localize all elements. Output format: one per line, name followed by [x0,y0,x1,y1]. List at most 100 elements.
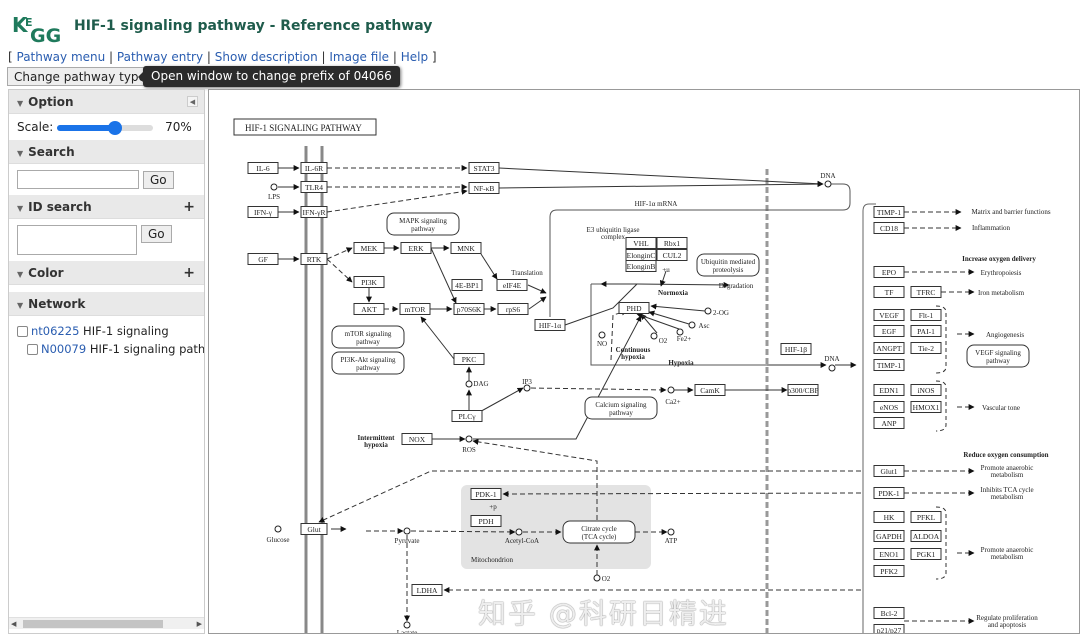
gene-node-tlr4[interactable]: TLR4 [300,181,328,193]
compound-node[interactable] [650,332,658,340]
compound-node[interactable] [667,386,675,394]
gene-node-epo[interactable]: EPO [873,266,905,278]
gene-node-glut1[interactable]: Glut1 [873,465,905,477]
gene-node-tie2[interactable]: Tie-2 [910,342,942,354]
compound-node[interactable] [704,307,712,315]
scrollbar-thumb[interactable] [23,620,163,628]
compound-node[interactable] [676,328,684,336]
search-input[interactable] [17,170,139,189]
id-search-input[interactable] [17,225,137,255]
gene-node-glut[interactable]: Glut [300,523,328,535]
gene-node-aldoa[interactable]: ALDOA [910,530,942,542]
compound-node[interactable] [403,621,411,629]
compound-node[interactable] [403,527,411,535]
horizontal-scrollbar[interactable]: ◀▶ [9,617,204,629]
compound-node[interactable] [598,331,606,339]
gene-node-eno1[interactable]: ENO1 [873,548,905,560]
gene-node-mtor[interactable]: mTOR [399,303,431,315]
gene-node-hif1b[interactable]: HIF-1β [780,343,812,355]
compound-node[interactable] [270,183,278,191]
gene-node-tfrc[interactable]: TFRC [910,286,942,298]
section-color[interactable]: ▼Color+ [9,261,204,285]
link-image-file[interactable]: Image file [329,50,390,64]
gene-node-rbx1[interactable]: Rbx1 [656,237,688,249]
network-checkbox[interactable] [17,326,28,337]
gene-node-hk[interactable]: HK [873,511,905,523]
gene-node-nfkb[interactable]: NF-κB [468,182,500,194]
compound-node[interactable] [688,321,696,329]
link-pathway-menu[interactable]: Pathway menu [16,50,106,64]
gene-node-camk[interactable]: CamK [694,384,726,396]
gene-node-cul2[interactable]: CUL2 [656,249,688,261]
plus-icon[interactable]: + [183,265,195,281]
gene-node-flt1[interactable]: Flt-1 [910,309,942,321]
collapse-panel-icon[interactable]: ◀ [187,96,198,107]
gene-node-enos[interactable]: eNOS [873,401,905,413]
kegg-logo[interactable]: K E GG [10,10,64,46]
compound-node[interactable] [824,180,832,188]
gene-node-gf[interactable]: GF [247,253,279,265]
change-pathway-type-button[interactable]: Change pathway type [7,67,153,86]
map-link-tca[interactable]: Citrate cycle(TCA cycle) [562,520,636,544]
gene-node-p300[interactable]: p300/CBP [787,384,819,396]
gene-node-eif4e[interactable]: eIF4E [496,279,528,291]
compound-node[interactable] [667,528,675,536]
gene-node-pdk1m[interactable]: PDK-1 [470,488,502,500]
gene-node-inos[interactable]: iNOS [910,384,942,396]
link-help[interactable]: Help [400,50,429,64]
link-show-description[interactable]: Show description [214,50,318,64]
gene-node-phd[interactable]: PHD [618,302,650,314]
gene-node-egf[interactable]: EGF [873,325,905,337]
gene-node-pkc[interactable]: PKC [453,353,485,365]
gene-node-pfkl[interactable]: PFKL [910,511,942,523]
id-search-go-button[interactable]: Go [141,225,172,243]
compound-node[interactable] [593,574,601,582]
network-link[interactable]: N00079 [41,342,87,356]
gene-node-edn1[interactable]: EDN1 [873,384,905,396]
gene-node-elc[interactable]: ElonginC [625,249,657,261]
gene-node-p70[interactable]: p70S6K [453,303,485,315]
gene-node-il6[interactable]: IL-6 [247,162,279,174]
compound-node[interactable] [515,528,523,536]
compound-node[interactable] [465,435,473,443]
section-option[interactable]: ▼Option◀ [9,90,204,114]
compound-node[interactable] [465,380,473,388]
network-checkbox[interactable] [27,344,38,355]
gene-node-il6r[interactable]: IL-6R [300,162,328,174]
gene-node-pgk1[interactable]: PGK1 [910,548,942,560]
gene-node-stat3[interactable]: STAT3 [468,162,500,174]
plus-icon[interactable]: + [183,199,195,215]
section-search[interactable]: ▼Search [9,140,204,164]
gene-node-pfk2[interactable]: PFK2 [873,565,905,577]
gene-node-anp[interactable]: ANP [873,417,905,429]
search-go-button[interactable]: Go [143,170,174,189]
gene-node-tf[interactable]: TF [873,286,905,298]
gene-node-vegf[interactable]: VEGF [873,309,905,321]
gene-node-ebp1[interactable]: 4E-BP1 [451,279,483,291]
gene-node-vhl[interactable]: VHL [625,237,657,249]
section-network[interactable]: ▼Network [9,292,204,316]
gene-node-bcl2[interactable]: Bcl-2 [873,607,905,619]
gene-node-gapdh[interactable]: GAPDH [873,530,905,542]
compound-node[interactable] [828,364,836,372]
section-id-search[interactable]: ▼ID search+ [9,195,204,219]
gene-node-pdh[interactable]: PDH [470,515,502,527]
gene-node-mnk[interactable]: MNK [450,242,482,254]
gene-node-cd18[interactable]: CD18 [873,222,905,234]
gene-node-rps6[interactable]: rpS6 [497,303,529,315]
scale-slider[interactable] [57,120,154,135]
gene-node-ifng[interactable]: IFN-γ [247,206,279,218]
gene-node-elb[interactable]: ElonginB [625,260,657,272]
gene-node-hmox1[interactable]: HMOX1 [910,401,942,413]
link-pathway-entry[interactable]: Pathway entry [116,50,204,64]
gene-node-akt[interactable]: AKT [353,303,385,315]
gene-node-p21[interactable]: p21/p27 [873,624,905,634]
gene-node-plcg[interactable]: PLCγ [451,410,483,422]
gene-node-angpt[interactable]: ANGPT [873,342,905,354]
